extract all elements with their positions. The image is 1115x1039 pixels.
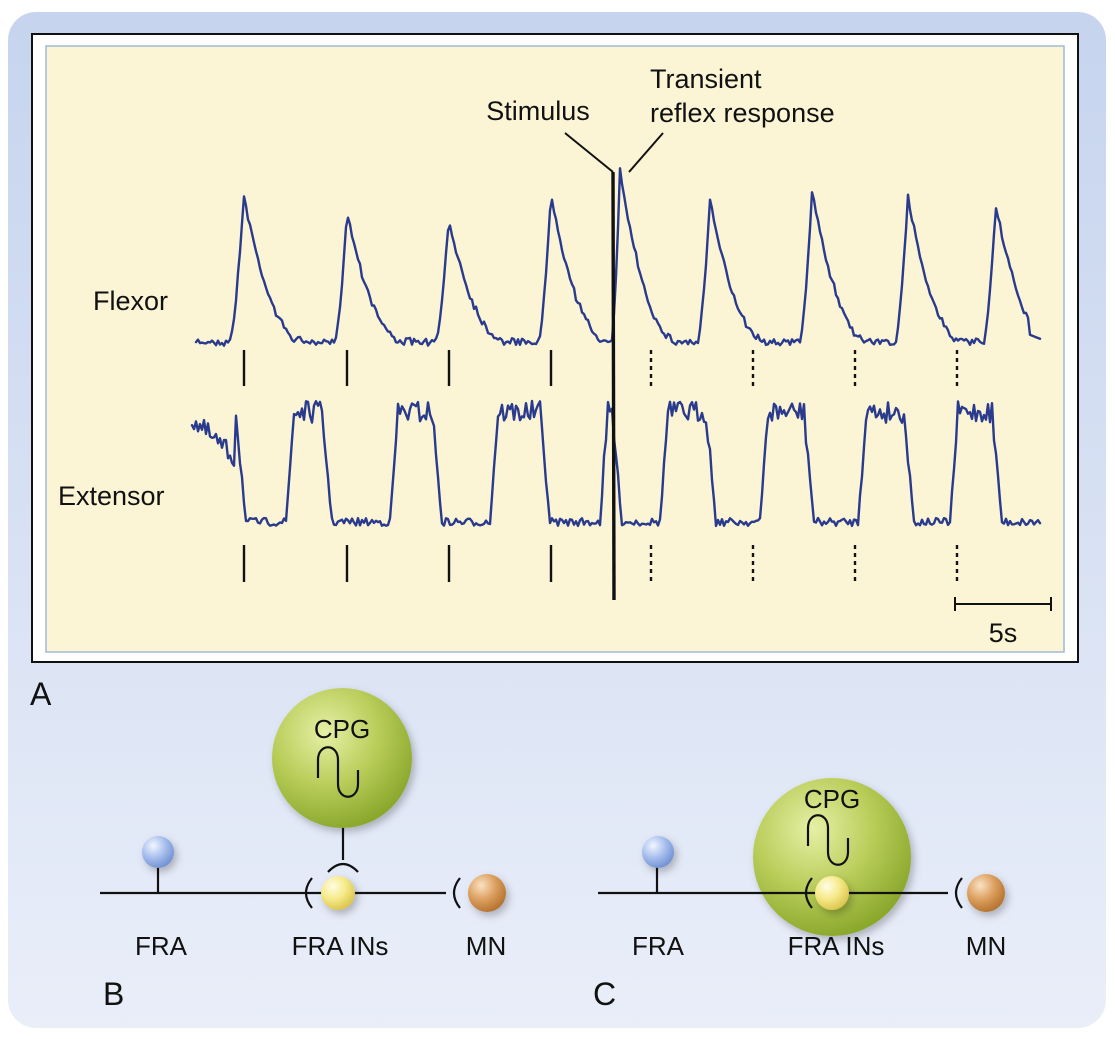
flexor-label: Flexor (93, 286, 168, 316)
fra-neuron (142, 836, 174, 868)
oscillator-icon (316, 746, 360, 798)
cpg-label: CPG (314, 714, 370, 744)
panel-a-letter: A (30, 676, 52, 712)
cpg-circle (272, 688, 412, 828)
panel-c-circuit: CPG FRA FRA INs MN (598, 778, 1006, 961)
stimulus-pointer (564, 132, 614, 173)
panel-c-letter: C (593, 976, 616, 1012)
transient-label-line1: Transient (650, 64, 762, 94)
fra-label: FRA (135, 931, 188, 961)
cpg-synapse (327, 862, 359, 873)
fra-synapse (304, 877, 313, 909)
flexor-ticks (242, 350, 959, 386)
motoneuron (468, 874, 506, 912)
stimulus-label: Stimulus (486, 96, 590, 126)
mn-label: MN (966, 931, 1006, 961)
stimulus-line (611, 171, 616, 601)
mn-synapse (452, 877, 461, 909)
fra-synapse (804, 877, 813, 909)
fra-interneuron (321, 876, 355, 910)
fra-ins-label: FRA INs (292, 931, 389, 961)
transient-label-line2: reflex response (650, 98, 835, 128)
panel-b-circuit: CPG FRA FRA INs MN (100, 688, 506, 961)
extensor-label: Extensor (58, 481, 165, 511)
scale-bar: 5s (954, 597, 1052, 648)
extensor-ticks (242, 545, 959, 582)
cpg-circle (753, 778, 911, 936)
flexor-trace (194, 167, 1042, 347)
extensor-trace (190, 399, 1042, 528)
oscillator-icon (806, 814, 850, 866)
panel-b-letter: B (103, 976, 124, 1012)
scale-bar-label: 5s (989, 618, 1018, 648)
response-pointer (628, 132, 664, 173)
cpg-label: CPG (804, 784, 860, 814)
motoneuron (967, 874, 1005, 912)
mn-label: MN (466, 931, 506, 961)
recording-area (45, 45, 1065, 653)
fra-ins-label: FRA INs (788, 931, 885, 961)
fra-interneuron (815, 876, 849, 910)
fra-neuron (642, 836, 674, 868)
mn-synapse (954, 877, 963, 909)
fra-label: FRA (632, 931, 685, 961)
